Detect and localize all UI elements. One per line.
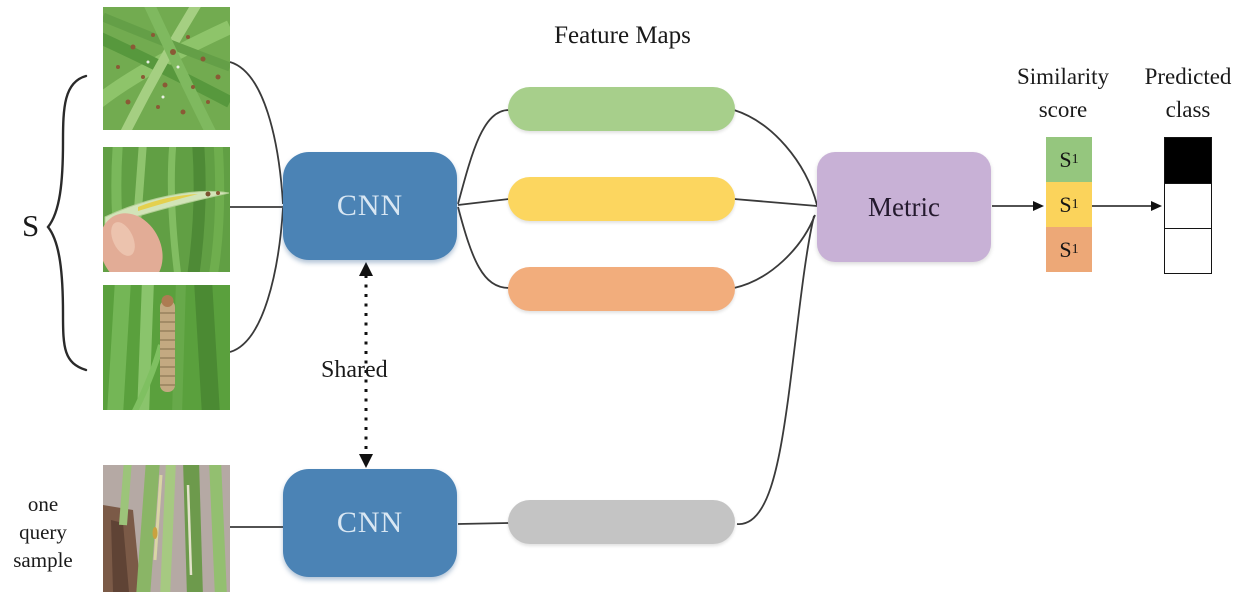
insect: [152, 527, 158, 539]
connector-cnn-to-yellow-map: [457, 198, 510, 206]
cnn-bottom-label: CNN: [336, 506, 404, 539]
connector-cnn-to-orange-map: [457, 206, 510, 289]
shared-arrowhead-up-icon: [359, 262, 373, 276]
connector-green-map-to-metric: [733, 109, 818, 206]
arrowhead-to-score-icon: [1033, 201, 1044, 211]
cnn-top-label: CNN: [336, 189, 404, 222]
shared-weights-label: Shared: [321, 357, 388, 383]
query-sample-label: one query sample: [1, 490, 85, 574]
query-sample-image: [103, 465, 230, 592]
support-feature-map-orange: [508, 267, 735, 311]
metric-box: Metric: [817, 152, 991, 262]
predicted-class-cell-2: [1165, 183, 1211, 228]
query-label-line2: query: [19, 520, 67, 544]
score-symbol: S: [1059, 146, 1072, 172]
caterpillar: [160, 295, 175, 392]
cnn-box-bottom: CNN: [283, 469, 457, 577]
connector-yellow-map-to-metric: [733, 198, 818, 207]
predicted-class-stack: [1164, 137, 1212, 274]
query-feature-map-gray: [508, 500, 735, 544]
connector-support3-to-cnn: [229, 207, 284, 353]
connector-cnn-to-gray-map: [457, 522, 510, 525]
support-set-brace: [46, 74, 88, 372]
connector-gray-map-to-metric: [736, 215, 815, 525]
predicted-class-header: Predicted class: [1130, 60, 1246, 126]
predicted-header-line1: Predicted: [1144, 64, 1232, 89]
query-label-line3: sample: [13, 548, 73, 572]
support-feature-map-yellow: [508, 177, 735, 221]
similarity-score-header: Similarity score: [1000, 60, 1126, 126]
score-symbol: S: [1059, 236, 1072, 262]
connector-orange-map-to-metric: [733, 214, 816, 289]
connector-cnn-to-green-map: [457, 109, 510, 205]
arrowhead-to-predicted-icon: [1151, 201, 1162, 211]
support-sample-image-2: [103, 147, 230, 272]
support-set-label: S: [22, 208, 40, 243]
similarity-header-line1: Similarity: [1017, 64, 1109, 89]
query-label-line1: one: [27, 492, 59, 516]
support-sample-image-3: [103, 285, 230, 410]
feature-maps-title: Feature Maps: [554, 22, 691, 49]
predicted-class-cell-3: [1165, 228, 1211, 273]
predicted-header-line2: class: [1165, 97, 1211, 122]
metric-label: Metric: [868, 191, 940, 222]
leaf-disease-spots: [116, 33, 221, 115]
similarity-header-line2: score: [1038, 97, 1088, 122]
support-sample-image-1: [103, 7, 230, 130]
support-feature-map-green: [508, 87, 735, 131]
predicted-class-cell-1: [1165, 138, 1211, 183]
cnn-box-top: CNN: [283, 152, 457, 260]
connector-support1-to-cnn: [229, 61, 284, 205]
score-symbol: S: [1059, 191, 1072, 217]
shared-arrowhead-down-icon: [359, 454, 373, 468]
